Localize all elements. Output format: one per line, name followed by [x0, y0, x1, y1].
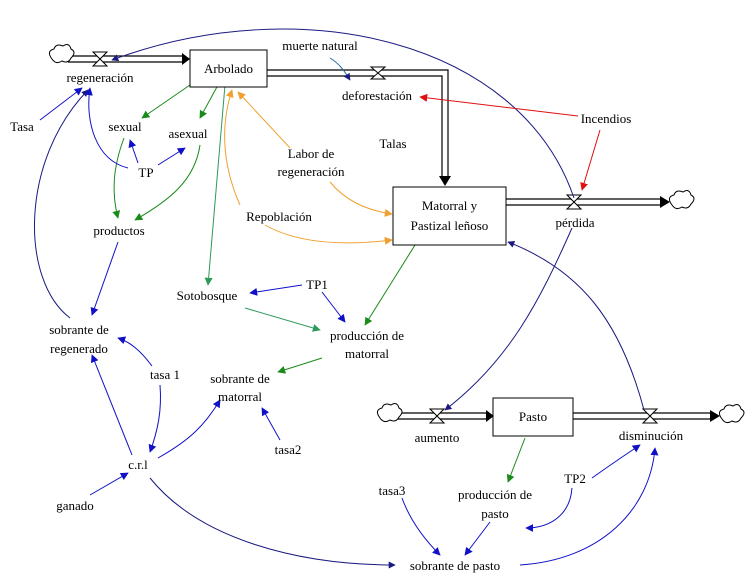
arc-tasa2-to-sobrante-matorral: [261, 407, 281, 441]
arc-crl-to-sobrante-pasto: [149, 477, 396, 569]
arc-produccion-pasto-to-sobrante-pasto: [464, 521, 491, 556]
arc-arbolado-to-sotobosque: [204, 84, 226, 286]
var-incendios[interactable]: Incendios: [581, 111, 632, 126]
arc-perdida-to-regeneracion: [111, 28, 575, 199]
var-tp[interactable]: TP: [138, 165, 153, 180]
cloud-source-icon: [376, 403, 403, 423]
flow-disminucion-pipe: [573, 404, 745, 424]
var-produccion-matorral-line1[interactable]: producción de: [330, 328, 404, 343]
stock-pasto-label: Pasto: [519, 409, 547, 424]
arc-tp-to-sexual: [128, 139, 139, 164]
var-sotobosque[interactable]: Sotobosque: [177, 288, 238, 303]
var-crl[interactable]: c.r.l: [128, 457, 148, 472]
arc-labor-to-arbolado: [237, 91, 291, 149]
var-produccion-pasto-line1[interactable]: producción de: [458, 487, 532, 502]
var-tp2[interactable]: TP2: [564, 471, 586, 486]
arc-tp1-to-sotobosque: [249, 284, 303, 296]
arc-incendios-to-deforestacion: [419, 93, 579, 117]
valve-icon[interactable]: [641, 408, 659, 424]
valve-icon[interactable]: [369, 66, 387, 80]
flow-perdida-pipe: [506, 190, 695, 210]
arc-tasa3-to-sobrante-pasto: [401, 497, 441, 556]
var-sobrante-regenerado-line1[interactable]: sobrante de: [49, 322, 109, 337]
arc-perdida-to-aumento: [444, 227, 573, 411]
arc-repoblacion-to-matorral: [264, 224, 393, 245]
var-talas[interactable]: Talas: [379, 136, 406, 151]
flow-perdida-label[interactable]: pérdida: [556, 215, 595, 230]
arc-tp-to-regeneracion: [84, 87, 129, 169]
stock-matorral-label-line1: Matorral y: [422, 198, 478, 213]
valve-icon[interactable]: [428, 408, 446, 424]
arc-crl-to-sobrante-matorral: [157, 399, 221, 459]
arc-produccion-matorral-to-sobrante-matorral: [277, 357, 323, 374]
arc-productos-to-sobrante-regenerado: [90, 241, 119, 316]
arc-labor-to-matorral: [329, 181, 393, 217]
var-muerte-natural[interactable]: muerte natural: [282, 38, 358, 53]
arc-crl-to-sobrante-regenerado: [90, 354, 133, 456]
arc-tasa1-to-sobrante-regenerado: [117, 336, 153, 367]
valve-icon[interactable]: [565, 194, 583, 210]
var-sobrante-matorral-line1[interactable]: sobrante de: [210, 371, 270, 386]
var-sobrante-regenerado-line2[interactable]: regenerado: [50, 341, 108, 356]
flow-deforestacion-label[interactable]: deforestación: [342, 88, 413, 103]
arc-tp-to-asexual: [157, 147, 186, 166]
stock-arbolado-label: Arbolado: [204, 61, 253, 76]
arc-repoblacion-to-arbolado: [224, 89, 241, 206]
flow-aumento-label[interactable]: aumento: [415, 430, 460, 445]
arc-tp2-to-disminucion: [591, 444, 641, 479]
flow-disminucion-label[interactable]: disminución: [619, 428, 684, 443]
valve-icon[interactable]: [91, 51, 109, 67]
cloud-sink-icon: [668, 190, 695, 210]
arc-arbolado-to-sexual: [141, 84, 191, 119]
arc-tp2-to-produccion-pasto: [525, 487, 573, 532]
var-tasa3[interactable]: tasa3: [379, 483, 406, 498]
stock-matorral-label-line2: Pastizal leñoso: [411, 218, 489, 233]
arc-tasa1-to-crl: [148, 384, 161, 453]
var-asexual[interactable]: asexual: [169, 126, 208, 141]
arc-sobrante-pasto-to-disminucion: [519, 447, 659, 566]
var-tasa2[interactable]: tasa2: [275, 442, 302, 457]
var-ganado[interactable]: ganado: [56, 498, 94, 513]
arc-sotobosque-to-produccion-matorral: [244, 307, 321, 332]
var-produccion-pasto-line2[interactable]: pasto: [481, 506, 508, 521]
var-labor-line2[interactable]: regeneración: [277, 164, 345, 179]
var-productos[interactable]: productos: [93, 223, 144, 238]
var-repoblacion[interactable]: Repoblación: [246, 209, 312, 224]
flow-aumento-pipe: [376, 403, 494, 424]
arc-incendios-to-perdida: [580, 129, 601, 191]
arc-matorral-to-produccion-matorral: [364, 244, 416, 326]
arc-arbolado-to-asexual: [199, 84, 219, 119]
var-produccion-matorral-line2[interactable]: matorral: [345, 346, 389, 361]
var-sobrante-matorral-line2[interactable]: matorral: [218, 389, 262, 404]
flow-regeneracion-pipe: [48, 44, 190, 67]
stock-pasto[interactable]: Pasto: [492, 397, 574, 437]
var-tasa[interactable]: Tasa: [10, 119, 34, 134]
arc-muerte-to-deforestacion: [329, 57, 351, 81]
arc-ganado-to-crl: [89, 472, 129, 496]
cloud-source-icon: [48, 44, 75, 64]
var-tasa1[interactable]: tasa 1: [150, 367, 180, 382]
arc-tasa-to-regeneracion: [39, 87, 83, 121]
cloud-sink-icon: [718, 404, 745, 424]
flow-regeneracion-label[interactable]: regeneración: [66, 70, 134, 85]
stock-matorral[interactable]: Matorral y Pastizal leñoso: [392, 186, 507, 246]
arc-pasto-to-produccion-pasto: [506, 437, 526, 483]
arc-asexual-to-productos: [134, 144, 201, 221]
stock-arbolado[interactable]: Arbolado: [189, 49, 268, 88]
var-labor-line1[interactable]: Labor de: [288, 146, 335, 161]
arc-sobrante-regenerado-to-regeneracion: [34, 89, 89, 319]
var-sobrante-pasto[interactable]: sobrante de pasto: [410, 558, 500, 573]
var-tp1[interactable]: TP1: [306, 277, 328, 292]
var-sexual[interactable]: sexual: [108, 119, 142, 134]
arc-tp1-to-produccion-matorral: [321, 291, 346, 323]
flow-deforestacion-pipe: [267, 66, 451, 186]
arc-disminucion-to-matorral: [507, 241, 645, 411]
arc-sexual-to-productos: [112, 137, 125, 219]
